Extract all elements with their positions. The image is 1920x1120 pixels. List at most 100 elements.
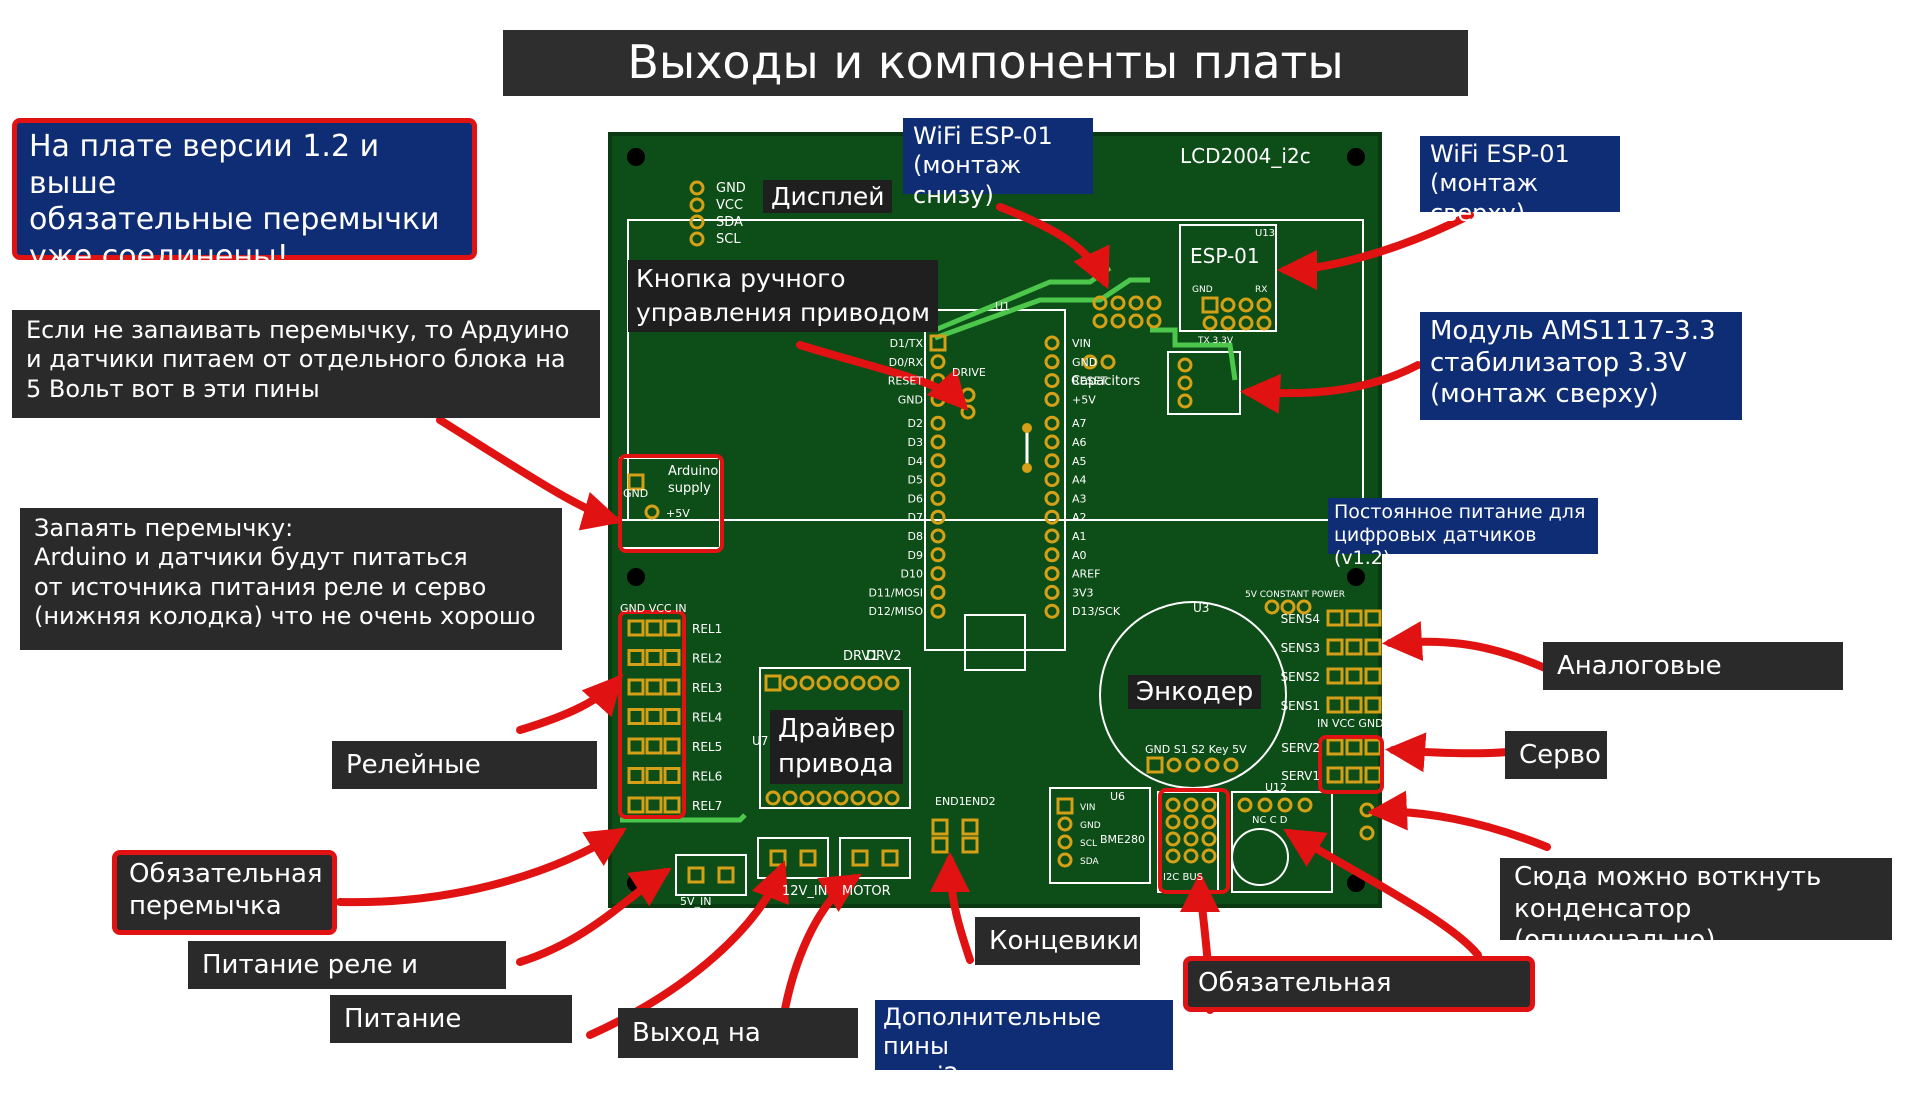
- wifi-top-line-1: WiFi ESP-01: [1430, 140, 1570, 168]
- note-no-solder-line-3: 5 Вольт вот в эти пины: [26, 374, 320, 403]
- arduino-left-pad: [930, 472, 946, 488]
- terminal-block: [757, 837, 829, 879]
- end2-pad: [961, 818, 979, 836]
- sensor-pad: [1364, 667, 1382, 685]
- bme-pin-label: GND: [1080, 821, 1101, 831]
- servo-pad: [1326, 766, 1344, 784]
- arduino-usb-outline: [964, 614, 1026, 671]
- lcd-label: LCD2004_i2c: [1180, 144, 1311, 168]
- arduino-right-pad: [1044, 434, 1060, 450]
- arduino-left-label: D3: [908, 436, 923, 449]
- sensor-pad: [1326, 638, 1344, 656]
- driver-pad: [833, 790, 849, 806]
- esp-bottom-pad: [1146, 313, 1162, 329]
- drv2-label: DRV2: [866, 649, 902, 664]
- sensor-pad: [1326, 667, 1344, 685]
- arduino-right-label: +5V: [1072, 393, 1096, 406]
- const-power-line-2: цифровых датчиков (v1.2): [1334, 524, 1537, 570]
- arduino-right-label: D13/SCK: [1072, 605, 1121, 618]
- bme-pin-label: SCL: [1080, 839, 1097, 849]
- u12-outline: [1231, 791, 1333, 893]
- note-solder-line-1: Запаять перемычку:: [34, 514, 294, 542]
- arduino-right-pad: [1044, 373, 1060, 389]
- arduino-right-label: VIN: [1072, 337, 1091, 350]
- bme-pin-label: VIN: [1080, 803, 1096, 813]
- note-versions-line-3: уже соединены!: [29, 238, 289, 274]
- esp-pad: [1238, 315, 1254, 331]
- cap-pad: [1082, 354, 1098, 370]
- relay-label: REL4: [692, 711, 722, 725]
- esp-bottom-pad: [1128, 295, 1144, 311]
- arduino-left-pad: [930, 453, 946, 469]
- servo-pad: [1326, 738, 1344, 756]
- arduino-right-label: A1: [1072, 530, 1087, 543]
- sensor-pad: [1345, 696, 1363, 714]
- encoder-pad: [1146, 756, 1164, 774]
- jumper-left-line-2: перемычка: [129, 890, 282, 921]
- esp-bottom-label: TX 3.3V: [1197, 336, 1234, 346]
- note-no-solder-line-2: и датчики питаем от отдельного блока на: [26, 345, 566, 374]
- driver-pad: [884, 790, 900, 806]
- esp-pad: [1201, 296, 1219, 314]
- callout-wifi-bottom: WiFi ESP-01 (монтаж снизу): [903, 118, 1093, 209]
- relay-pad: [627, 649, 645, 666]
- arduino-right-pad: [1044, 415, 1060, 431]
- arduino-left-pad: [930, 490, 946, 506]
- note-solder-line-2: Arduino и датчики будут питаться: [34, 543, 468, 572]
- driver-line-2: привода: [778, 749, 894, 780]
- arduino-left-label: D6: [908, 492, 923, 505]
- arduino-left-pad: [929, 334, 947, 352]
- driver-pad: [764, 674, 782, 692]
- terminal-block: [839, 837, 911, 879]
- drive-button-line-1: Кнопка ручного: [636, 264, 846, 293]
- arduino-left-pad: [930, 415, 946, 431]
- callout-analog-sensors: Аналоговые датчики: [1543, 642, 1843, 721]
- callout-motor-power: Питание мотора: [330, 995, 572, 1074]
- bme-pad: [1057, 816, 1073, 832]
- relay-pad: [663, 619, 681, 637]
- esp-bottom-pad: [1128, 313, 1144, 329]
- arduino-right-pad: [1044, 528, 1060, 544]
- drive-label: DRIVE: [952, 366, 986, 379]
- capacitors-label: Capacitors: [1071, 374, 1140, 389]
- arduino-supply-label: Arduino: [668, 464, 718, 479]
- ams-outline: [1167, 351, 1241, 415]
- const-power-label: 5V CONSTANT POWER: [1245, 590, 1345, 600]
- callout-wifi-top: WiFi ESP-01 (монтаж сверху): [1420, 136, 1620, 227]
- lcd-pin-label: GND: [716, 181, 746, 196]
- arduino-left-label: D2: [908, 417, 923, 430]
- esp-pin-label: GND: [1192, 285, 1213, 295]
- ams-pad: [1177, 375, 1193, 391]
- arduino-left-label: D12/MISO: [868, 605, 923, 618]
- i2c-pad: [1201, 797, 1217, 813]
- arduino-right-label: A2: [1072, 511, 1087, 524]
- callout-servo: Серво: [1505, 731, 1607, 779]
- arduino-right-pad: [1044, 584, 1060, 600]
- esp-pad: [1238, 297, 1254, 313]
- relay-pad: [627, 678, 645, 696]
- supply-5v-label: +5V: [666, 507, 690, 520]
- sensor-pad: [1345, 609, 1363, 627]
- highlight-boxes: [618, 454, 1384, 894]
- note-versions-line-2: обязательные перемычки: [29, 202, 440, 238]
- i2c-pad: [1183, 797, 1199, 813]
- arduino-right-label: A4: [1072, 474, 1087, 487]
- end1-label: END1: [935, 795, 966, 808]
- sensor-label: SENS2: [1281, 670, 1320, 684]
- esp-bottom-pad: [1092, 295, 1108, 311]
- motor-label: MOTOR: [842, 884, 891, 899]
- ams-pad: [1177, 357, 1193, 373]
- lcd-pin-label: SCL: [716, 232, 741, 247]
- bme-pad: [1057, 834, 1073, 850]
- const-power-line-1: Постоянное питание для: [1334, 501, 1586, 523]
- relay-pad: [645, 737, 663, 755]
- bme-outline: [1049, 787, 1151, 884]
- sensor-pad: [1345, 667, 1363, 685]
- arduino-left-label: D7: [908, 511, 923, 524]
- lcd-pin-pad: [689, 231, 705, 247]
- i2c-bus-label: I2C BUS: [1163, 872, 1203, 883]
- esp-pad: [1220, 297, 1236, 313]
- arduino-left-pad: [930, 354, 946, 370]
- i2c-pad: [1165, 814, 1181, 830]
- i2c-pad: [1165, 797, 1181, 813]
